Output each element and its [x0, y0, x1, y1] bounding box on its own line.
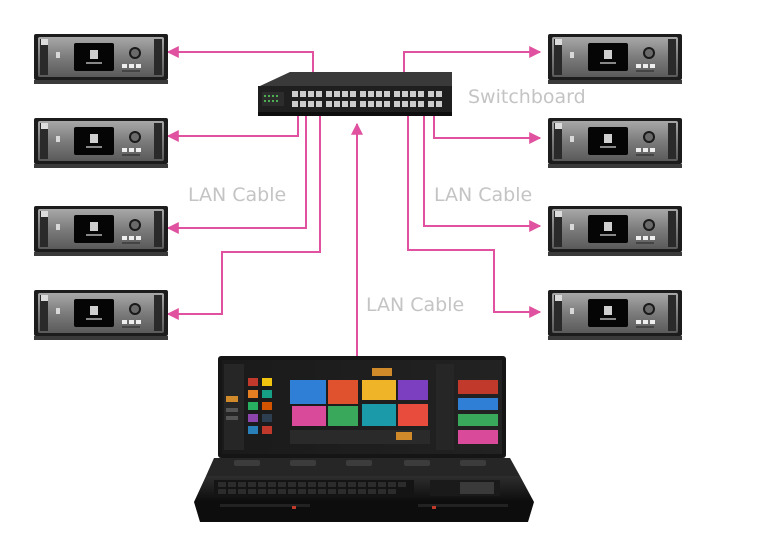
server-unit-left-3 — [34, 206, 168, 256]
lan-cable-label-right: LAN Cable — [434, 184, 533, 206]
cable-left-4 — [166, 110, 321, 320]
cable-group-left — [166, 46, 321, 320]
switchboard-label: Switchboard — [468, 86, 586, 108]
server-unit-right-4 — [548, 290, 682, 340]
server-unit-right-3 — [548, 206, 682, 256]
control-console — [194, 356, 534, 522]
cable-left-3 — [166, 110, 307, 234]
cable-right-4 — [407, 112, 542, 318]
cable-right-2 — [433, 110, 542, 144]
cable-left-2 — [166, 110, 299, 142]
server-unit-left-2 — [34, 118, 168, 168]
server-unit-right-1 — [548, 34, 682, 84]
server-unit-right-2 — [548, 118, 682, 168]
server-unit-left-1 — [34, 34, 168, 84]
server-unit-left-4 — [34, 290, 168, 340]
cable-right-3 — [423, 112, 542, 232]
network-switch — [258, 72, 452, 116]
lan-cable-label-left: LAN Cable — [188, 184, 287, 206]
lan-cable-label-center: LAN Cable — [366, 294, 465, 316]
